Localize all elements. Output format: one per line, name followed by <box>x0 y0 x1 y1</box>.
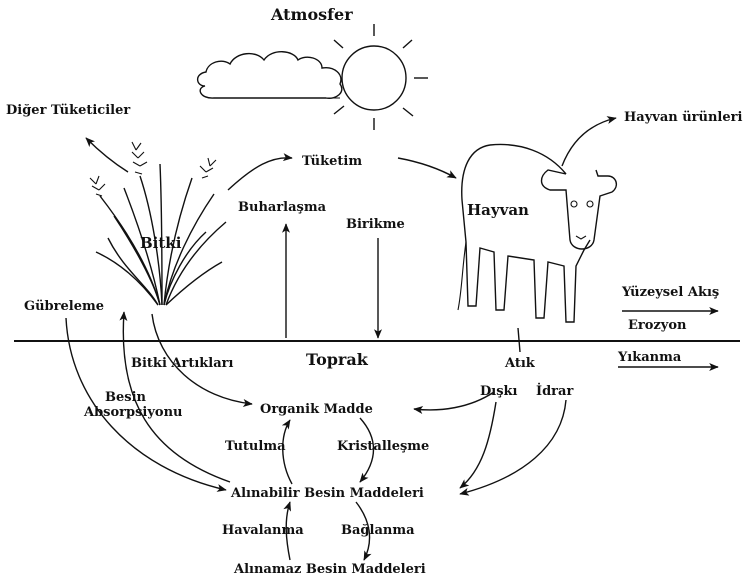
aeration-label: Havalanma <box>222 523 304 538</box>
arrow-consumption-to-animal <box>398 158 456 178</box>
calf-icon <box>458 144 616 322</box>
plant-icon <box>90 142 226 305</box>
soil-label: Toprak <box>306 350 369 369</box>
fertilization-label: Gübreleme <box>24 299 104 314</box>
deposition-label: Birikme <box>346 217 405 232</box>
other-consumers-label: Diğer Tüketiciler <box>6 103 130 118</box>
animal-label: Hayvan <box>467 201 529 219</box>
waste-label: Atık <box>504 356 536 371</box>
atmosphere-label: Atmosfer <box>270 5 353 24</box>
sun-icon <box>334 24 428 130</box>
plant-residues-label: Bitki Artıkları <box>131 356 234 371</box>
nutrient-absorption-label-line1: Besin <box>105 390 147 405</box>
line-waste <box>518 328 520 352</box>
available-nutrients-label: Alınabilir Besin Maddeleri <box>230 486 424 501</box>
arrow-fertilization <box>66 318 226 490</box>
consumption-label: Tüketim <box>302 154 362 169</box>
unavailable-nutrients-label: Alınamaz Besin Maddeleri <box>233 562 426 577</box>
binding-label: Bağlanma <box>341 523 415 538</box>
retention-label: Tutulma <box>225 439 286 454</box>
leaching-label: Yıkanma <box>617 350 682 365</box>
arrow-feces-to-nutrients <box>460 402 496 488</box>
urine-label: İdrar <box>536 383 573 399</box>
plant-label: Bitki <box>140 234 182 252</box>
erosion-label: Erozyon <box>628 318 687 333</box>
arrow-animal-products <box>562 118 616 166</box>
arrow-to-other-consumers <box>86 138 128 172</box>
organic-matter-label: Organik Madde <box>260 402 373 417</box>
arrow-consumption <box>228 158 292 190</box>
surface-runoff-label: Yüzeysel Akış <box>621 285 719 300</box>
crystallization-label: Kristalleşme <box>337 439 429 454</box>
arrow-urine-to-nutrients <box>460 400 566 494</box>
cloud-icon <box>198 52 342 99</box>
feces-label: Dışkı <box>480 384 518 399</box>
evaporation-label: Buharlaşma <box>238 200 327 215</box>
nutrient-absorption-label-line2: Absorpsiyonu <box>83 405 183 420</box>
animal-products-label: Hayvan ürünleri <box>624 110 742 125</box>
